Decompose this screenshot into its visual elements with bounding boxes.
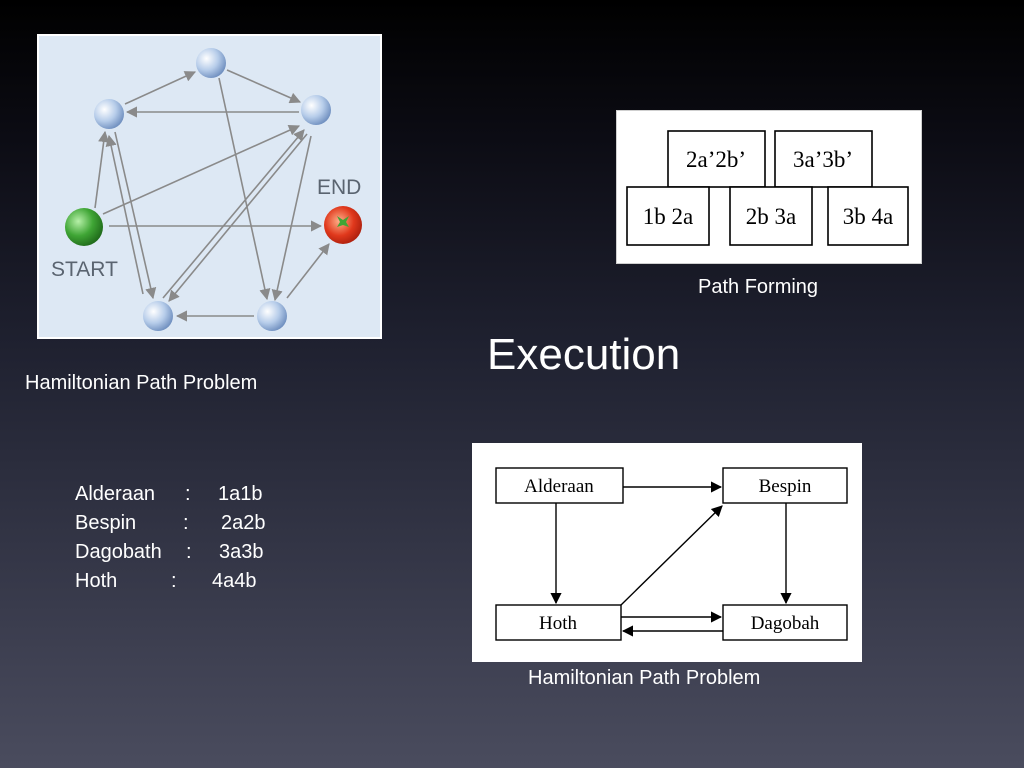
node-box-alderaan <box>495 467 624 504</box>
path-block <box>774 130 873 188</box>
graph-caption: Hamiltonian Path Problem <box>25 372 258 394</box>
graph-node <box>301 95 331 125</box>
graph-edge <box>162 129 305 299</box>
graph-node <box>143 301 173 331</box>
graph-node <box>196 48 226 78</box>
graph-edges <box>94 69 330 322</box>
path-block <box>827 186 909 246</box>
graph-edge <box>124 71 197 105</box>
graph-node <box>257 301 287 331</box>
planet-name: Bespin <box>75 512 137 534</box>
graph-edge <box>102 125 301 215</box>
node-box-bespin <box>722 467 848 504</box>
path-block <box>729 186 813 246</box>
path-block-label: 2b 3a <box>746 204 796 229</box>
node-label-hoth: Hoth <box>539 613 578 634</box>
planet-graph-image: Alderaan Bespin Hoth Dagobah <box>472 443 862 662</box>
planet-edge <box>620 505 723 606</box>
graph-edge <box>94 130 110 209</box>
graph-edge <box>271 135 312 302</box>
path-block-label: 3a’3b’ <box>793 147 853 172</box>
planet-code: 3a3b <box>219 541 264 563</box>
planet-graph-caption: Hamiltonian Path Problem <box>528 667 761 689</box>
path-forming-svg: 2a’2b’ 3a’3b’ 1b 2a 2b 3a 3b 4a <box>626 130 909 246</box>
hamiltonian-graph-image: START END <box>37 34 382 339</box>
planet-name: Alderaan <box>75 483 156 505</box>
slide-title: Execution <box>487 330 681 379</box>
end-node-leaf-icon <box>337 216 349 227</box>
planet-name: Dagobath <box>75 541 162 563</box>
separator: : <box>185 483 191 505</box>
end-label: END <box>317 176 361 199</box>
planet-code: 4a4b <box>212 570 257 592</box>
graph-edge <box>105 134 144 295</box>
graph-node <box>94 99 124 129</box>
planet-code: 1a1b <box>218 483 263 505</box>
path-block-label: 1b 2a <box>643 204 693 229</box>
node-label-dagobah: Dagobah <box>751 613 820 634</box>
node-label-bespin: Bespin <box>759 476 812 497</box>
path-block <box>626 186 710 246</box>
planet-graph-svg: Alderaan Bespin Hoth Dagobah <box>495 467 848 641</box>
planet-name: Hoth <box>75 570 118 592</box>
separator: : <box>183 512 189 534</box>
start-node <box>65 208 103 246</box>
path-block <box>667 130 766 188</box>
graph-edge <box>168 133 308 302</box>
node-label-alderaan: Alderaan <box>524 476 594 497</box>
path-forming-image: 2a’2b’ 3a’3b’ 1b 2a 2b 3a 3b 4a <box>616 110 922 264</box>
path-forming-caption: Path Forming <box>698 276 819 298</box>
separator: : <box>186 541 192 563</box>
graph-edge <box>226 69 302 104</box>
path-block-label: 2a’2b’ <box>686 147 746 172</box>
node-box-dagobah <box>722 604 848 641</box>
graph-edge <box>218 77 271 301</box>
path-block-label: 3b 4a <box>843 204 893 229</box>
planet-code: 2a2b <box>221 512 266 534</box>
start-label: START <box>51 258 118 281</box>
graph-edge <box>114 131 157 300</box>
hamiltonian-graph-svg: START END <box>51 48 362 331</box>
node-box-hoth <box>495 604 622 641</box>
separator: : <box>171 570 177 592</box>
graph-edge <box>286 243 330 299</box>
